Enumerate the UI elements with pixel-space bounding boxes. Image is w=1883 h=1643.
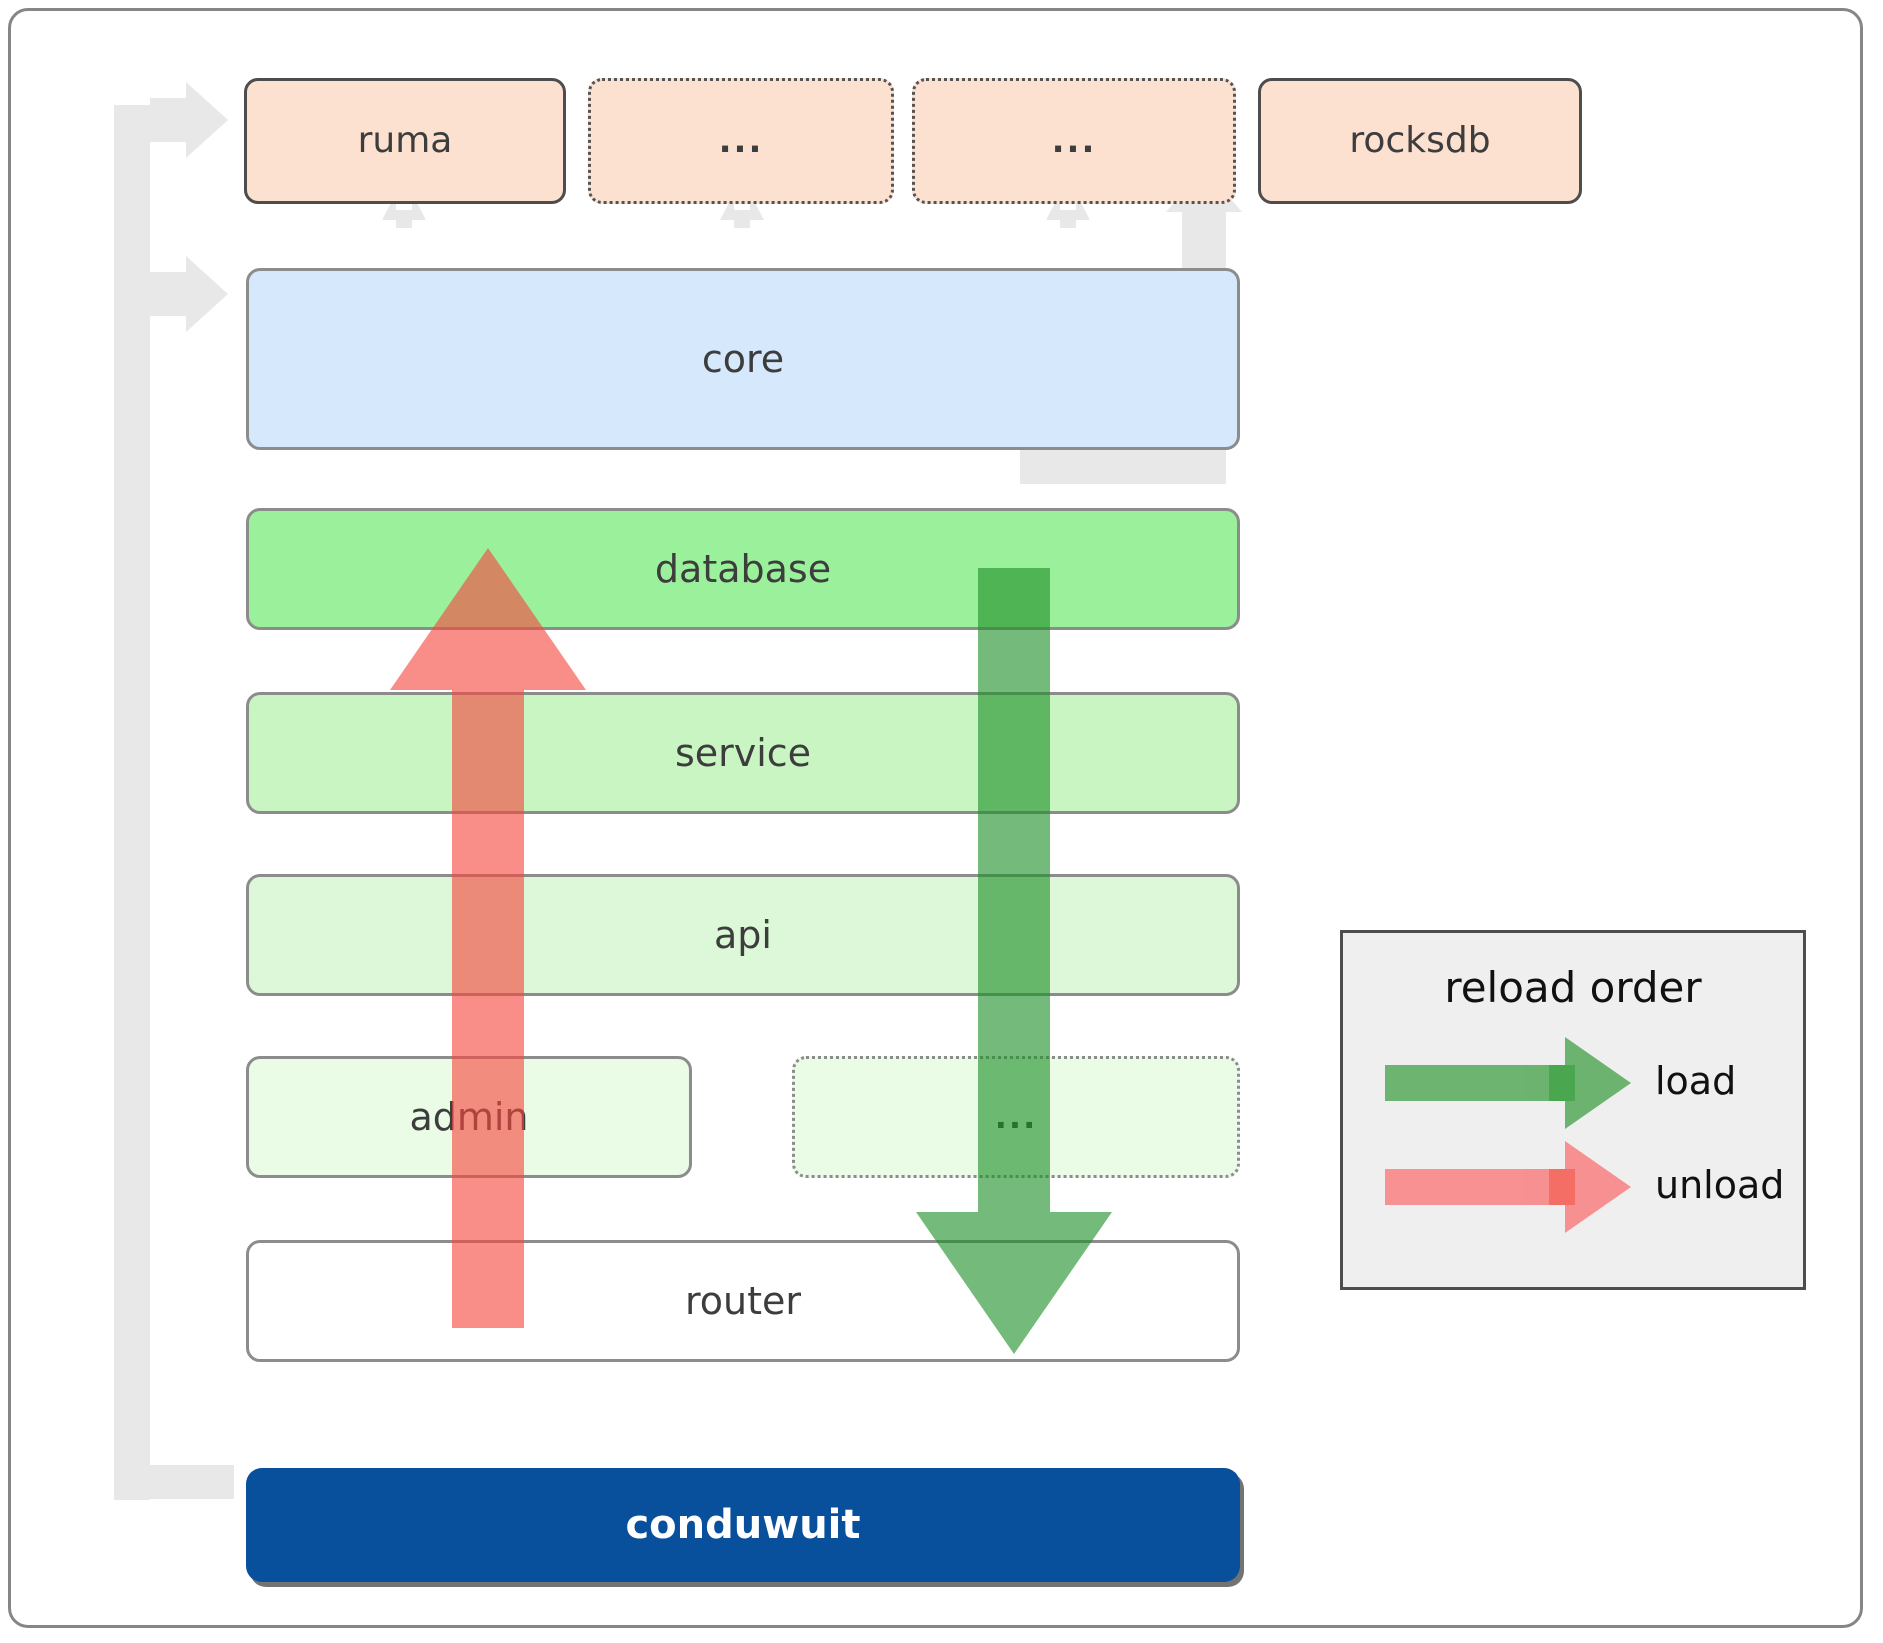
layer-box-database[interactable]: database	[246, 508, 1240, 630]
layer-box-core[interactable]: core	[246, 268, 1240, 450]
layer-label: api	[714, 913, 772, 957]
legend-box: reload order load unload	[1340, 930, 1806, 1290]
layer-box-api[interactable]: api	[246, 874, 1240, 996]
layer-box-service[interactable]: service	[246, 692, 1240, 814]
legend-title: reload order	[1444, 963, 1702, 1012]
crate-label: ruma	[357, 120, 453, 161]
binary-box-conduwuit[interactable]: conduwuit	[246, 1468, 1240, 1582]
layer-label: database	[654, 547, 832, 591]
crate-box-ellipsis-2[interactable]: ...	[912, 78, 1236, 204]
layer-label: ...	[994, 1098, 1038, 1136]
crate-label: ...	[1051, 121, 1097, 161]
legend-arrow-icons	[1385, 1037, 1631, 1233]
layer-label: service	[674, 731, 812, 775]
legend-label-load: load	[1655, 1059, 1737, 1103]
layer-box-admin[interactable]: admin	[246, 1056, 692, 1178]
diagram-frame	[8, 8, 1863, 1628]
crate-label: rocksdb	[1349, 120, 1491, 161]
layer-box-router[interactable]: router	[246, 1240, 1240, 1362]
layer-label: core	[701, 337, 785, 381]
legend-label-unload: unload	[1655, 1163, 1785, 1207]
layer-label: router	[684, 1279, 802, 1323]
unload-arrow-icon	[1385, 1141, 1631, 1233]
layer-box-ellipsis[interactable]: ...	[792, 1056, 1240, 1178]
crate-box-rocksdb[interactable]: rocksdb	[1258, 78, 1582, 204]
crate-box-ruma[interactable]: ruma	[244, 78, 566, 204]
crate-box-ellipsis-1[interactable]: ...	[588, 78, 894, 204]
binary-label: conduwuit	[625, 1502, 861, 1548]
layer-label: admin	[409, 1095, 529, 1139]
load-arrow-icon	[1385, 1037, 1631, 1129]
crate-label: ...	[718, 121, 764, 161]
